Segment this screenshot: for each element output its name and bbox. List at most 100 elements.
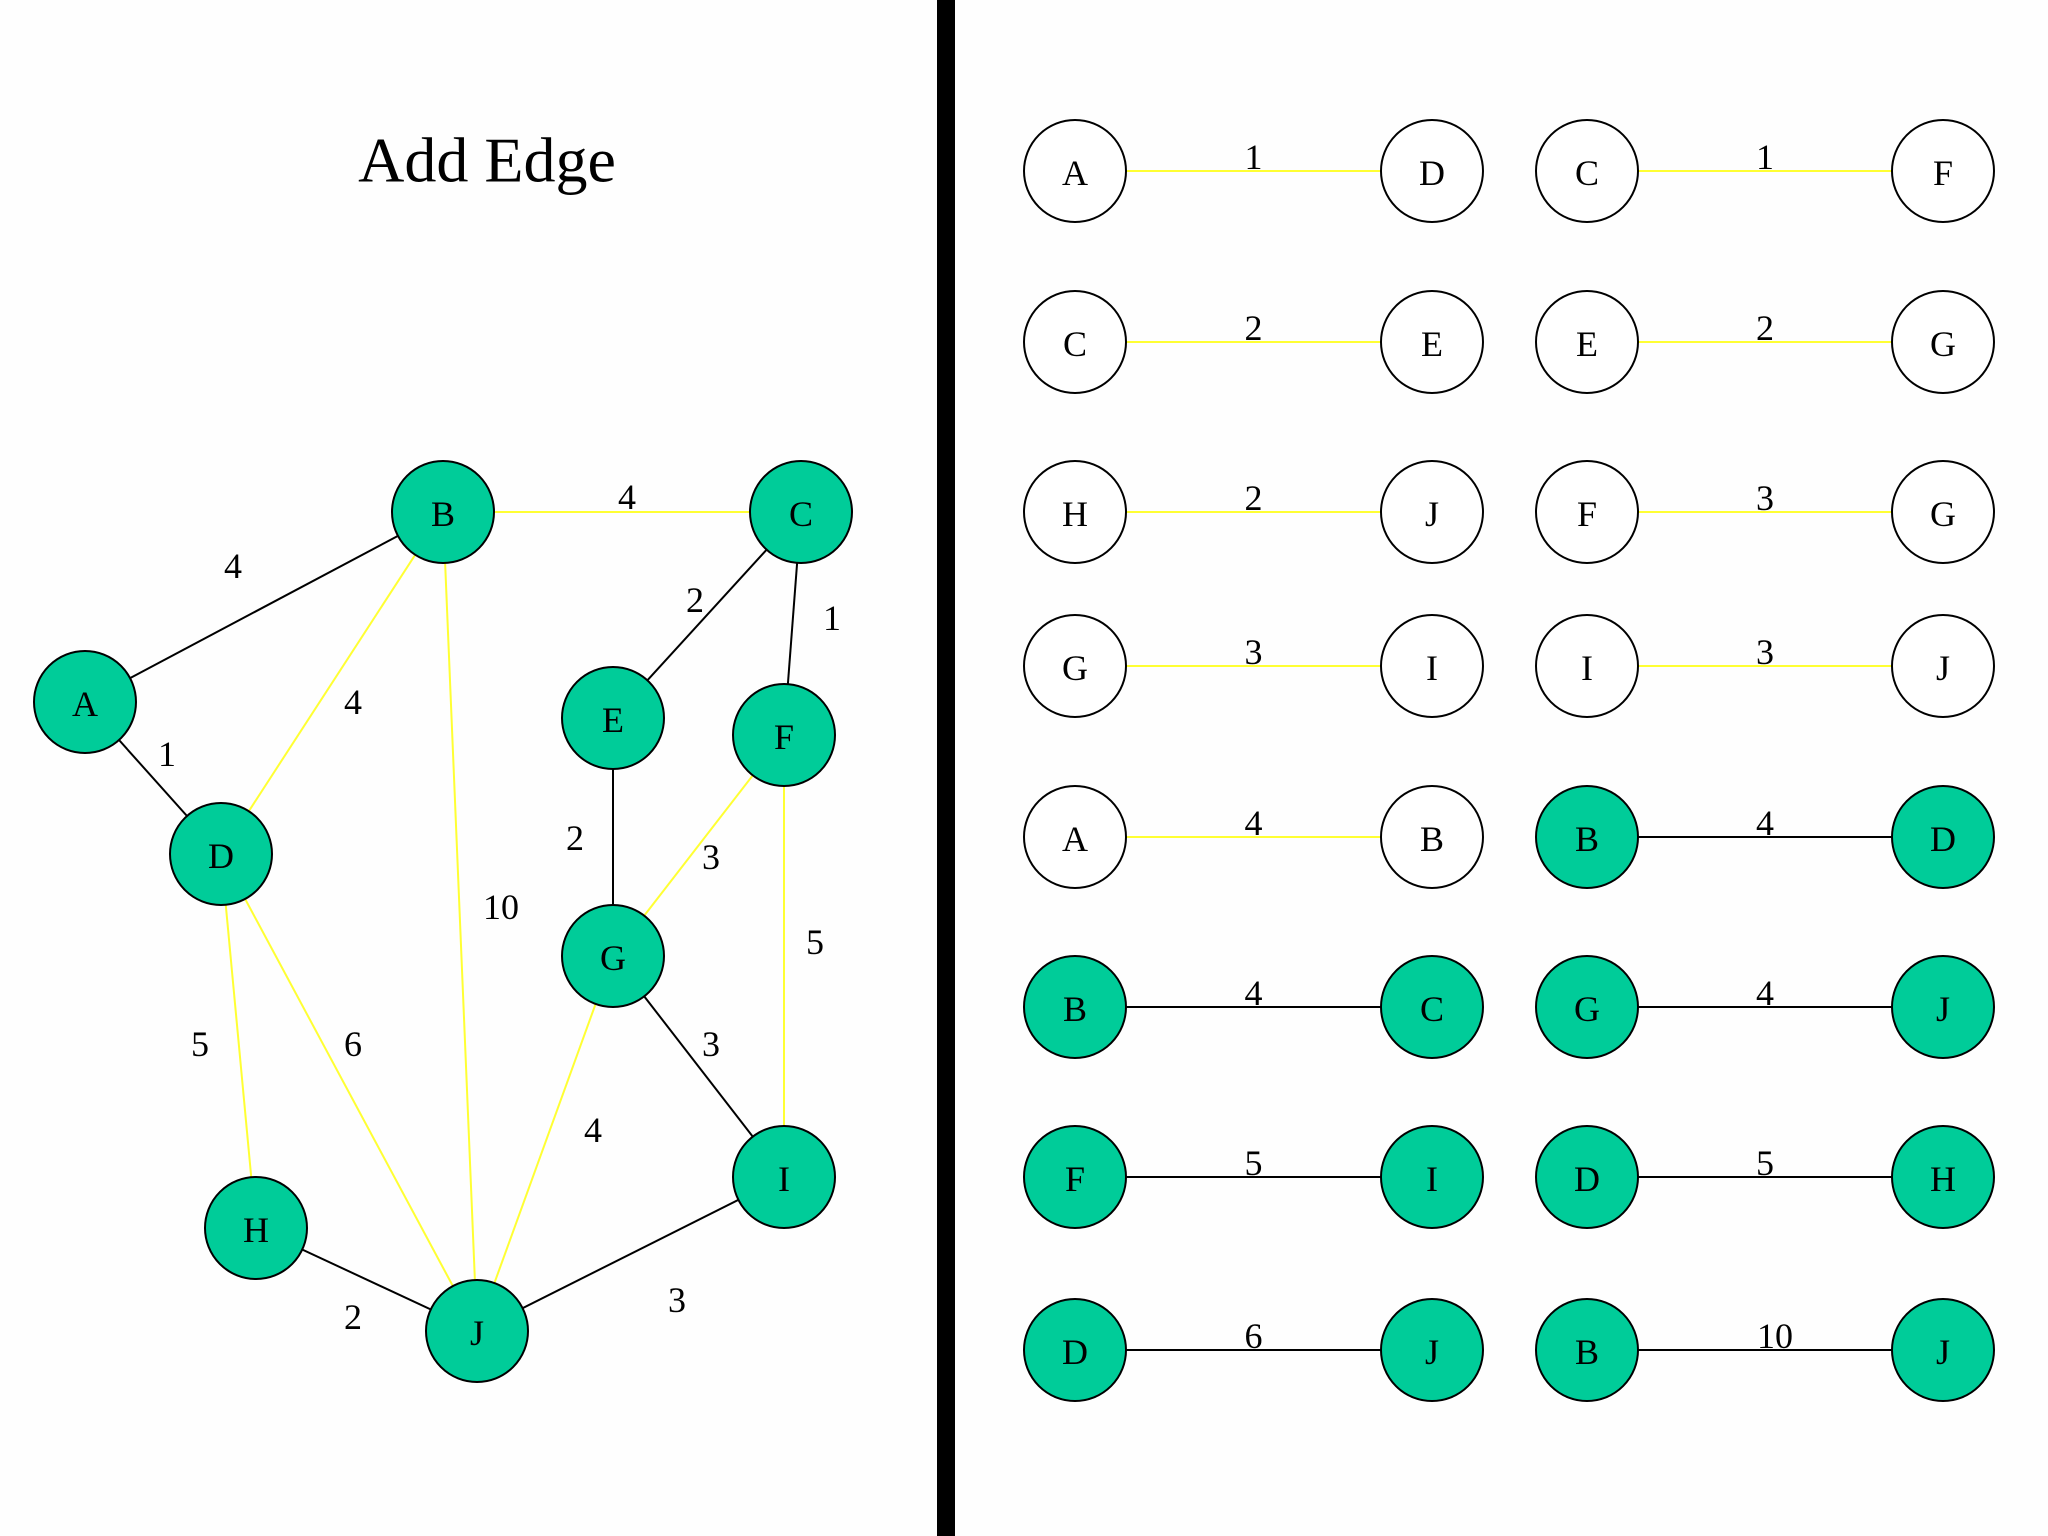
edge-list-node-label-to: G <box>1930 324 1956 364</box>
edge-list-node-label-from: A <box>1062 819 1088 859</box>
edge-list-item-c-f: 1 C F <box>1535 119 1995 223</box>
graph-node-circle <box>204 1176 308 1280</box>
edge-list-weight: 2 <box>1245 308 1263 348</box>
edge-list-node-label-to: F <box>1933 153 1953 193</box>
edge-list-weight: 4 <box>1756 973 1774 1013</box>
graph-node-label: A <box>72 684 98 724</box>
edge-list-node-to <box>1380 955 1484 1059</box>
edge-list-node-label-from: E <box>1576 324 1598 364</box>
graph-node-g: G <box>561 904 665 1008</box>
graph-edge-weight-f-g: 3 <box>702 837 720 877</box>
graph-edge-b-d <box>220 511 444 855</box>
edge-list-weight: 2 <box>1756 308 1774 348</box>
graph-node-circle <box>732 683 836 787</box>
edge-list-weight: 3 <box>1756 478 1774 518</box>
graph-node-circle <box>732 1125 836 1229</box>
edge-list-item-g-j: 4 G J <box>1535 955 1995 1059</box>
edge-list-node-from <box>1535 290 1639 394</box>
edge-list-node-label-from: D <box>1062 1332 1088 1372</box>
graph-edges <box>84 511 802 1332</box>
edge-list-node-from <box>1023 785 1127 889</box>
panel-divider <box>937 0 955 1536</box>
edge-list-weight: 3 <box>1245 632 1263 672</box>
edge-list-node-label-from: B <box>1575 1332 1599 1372</box>
edge-list-node-from <box>1023 1125 1127 1229</box>
edge-list-node-label-from: H <box>1062 494 1088 534</box>
edge-list-node-from <box>1535 785 1639 889</box>
graph-node-circle <box>561 666 665 770</box>
graph-node-label: J <box>470 1313 484 1353</box>
edge-list-node-label-from: B <box>1063 989 1087 1029</box>
edge-list-node-label-to: H <box>1930 1159 1956 1199</box>
edge-list-node-label-to: J <box>1936 1332 1950 1372</box>
edge-list-node-label-from: D <box>1574 1159 1600 1199</box>
graph-node-h: H <box>204 1176 308 1280</box>
edge-list-node-to <box>1380 785 1484 889</box>
edge-list-node-label-from: G <box>1574 989 1600 1029</box>
edge-list-node-label-to: J <box>1936 989 1950 1029</box>
graph-node-label: B <box>431 494 455 534</box>
edge-list-weight: 10 <box>1757 1316 1793 1356</box>
edge-list-node-label-to: B <box>1420 819 1444 859</box>
graph-node-circle <box>561 904 665 1008</box>
edge-list-item-b-j: 10 B J <box>1535 1298 1995 1402</box>
edge-list-node-label-from: C <box>1575 153 1599 193</box>
graph-node-label: C <box>789 494 813 534</box>
edge-list-node-from <box>1023 290 1127 394</box>
edge-list-item-a-d: 1 A D <box>1023 119 1484 223</box>
edge-list-node-from <box>1023 955 1127 1059</box>
edge-list-node-from <box>1535 1125 1639 1229</box>
graph-edge-weight-b-j: 10 <box>483 887 519 927</box>
edge-list-node-to <box>1380 119 1484 223</box>
edge-list-node-from <box>1023 119 1127 223</box>
edge-list-node-label-to: E <box>1421 324 1443 364</box>
graph-edge-g-j <box>476 955 614 1332</box>
edge-list-node-label-from: F <box>1065 1159 1085 1199</box>
edge-list-node-to <box>1380 460 1484 564</box>
edge-list-node-from <box>1535 1298 1639 1402</box>
edge-list-weight: 6 <box>1245 1316 1263 1356</box>
edge-list-node-from <box>1023 614 1127 718</box>
edge-list-weight: 4 <box>1245 973 1263 1013</box>
edge-list-weight: 1 <box>1756 137 1774 177</box>
edge-list-node-to <box>1380 1125 1484 1229</box>
graph-edge-weight-f-i: 5 <box>806 922 824 962</box>
edge-list-node-label-from: A <box>1062 153 1088 193</box>
edge-list-node-label-to: G <box>1930 494 1956 534</box>
edge-list-node-label-from: I <box>1581 648 1593 688</box>
graph-node-label: F <box>774 717 794 757</box>
graph-edge-weight-e-g: 2 <box>566 818 584 858</box>
graph-edge-weight-c-e: 2 <box>686 580 704 620</box>
edge-list-node-label-to: J <box>1425 494 1439 534</box>
graph-edge-weight-g-j: 4 <box>584 1110 602 1150</box>
graph-edge-weight-a-d: 1 <box>158 734 176 774</box>
graph-edge-weight-c-f: 1 <box>823 598 841 638</box>
edge-list-weight: 3 <box>1756 632 1774 672</box>
graph-node-d: D <box>169 802 273 906</box>
edge-list-weight: 1 <box>1245 137 1263 177</box>
graph-node-circle <box>425 1279 529 1383</box>
graph-edge-weight-b-c: 4 <box>618 477 636 517</box>
edge-list-weight: 4 <box>1756 803 1774 843</box>
graph-node-j: J <box>425 1279 529 1383</box>
graph-edge-weight-a-b: 4 <box>224 546 242 586</box>
edge-list-weight: 5 <box>1245 1143 1263 1183</box>
graph-edge-d-j <box>220 853 478 1332</box>
edge-list-node-to <box>1891 1125 1995 1229</box>
edge-list-node-to <box>1891 614 1995 718</box>
graph-edge-weight-g-i: 3 <box>702 1024 720 1064</box>
edge-list-node-label-to: D <box>1419 153 1445 193</box>
graph-edge-i-j <box>476 1176 785 1332</box>
graph-node-e: E <box>561 666 665 770</box>
